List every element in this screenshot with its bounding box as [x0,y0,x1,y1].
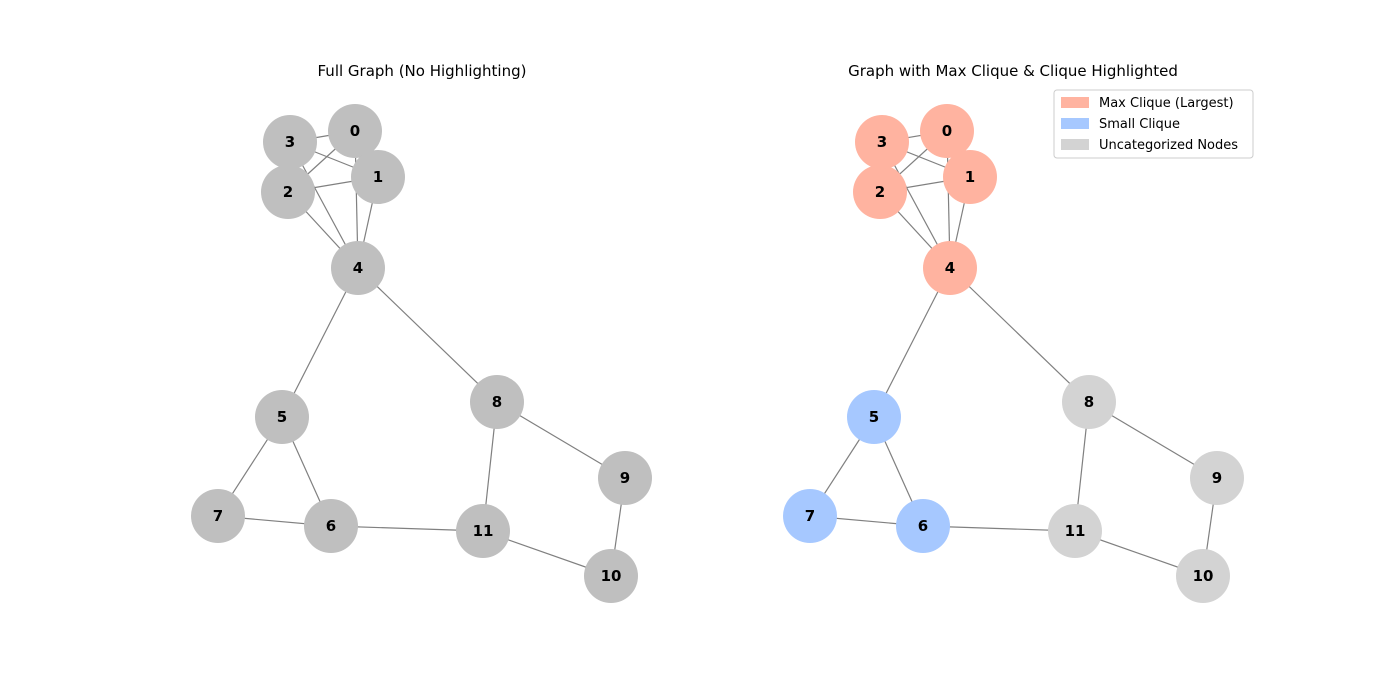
node-label-5: 5 [869,408,879,426]
node-11: 11 [456,504,510,558]
node-circle-9 [1190,451,1244,505]
node-label-7: 7 [805,507,815,525]
node-circle-4 [331,241,385,295]
node-circle-11 [456,504,510,558]
node-label-0: 0 [350,122,360,140]
edge-4-8 [357,267,498,403]
node-4: 4 [331,241,385,295]
full-graph-panel: 0 1 2 3 4 5 6 7 8 9 10 11 [191,104,652,603]
node-3: 3 [855,115,909,169]
node-1: 1 [351,150,405,204]
node-circle-6 [304,499,358,553]
legend-swatch-max-clique [1061,97,1089,108]
node-label-0: 0 [942,122,952,140]
node-label-3: 3 [285,133,295,151]
node-circle-0 [328,104,382,158]
node-10: 10 [1176,549,1230,603]
node-9: 9 [598,451,652,505]
node-8: 8 [1062,375,1116,429]
right-panel-title: Graph with Max Clique & Clique Highlight… [848,62,1178,80]
node-circle-1 [351,150,405,204]
node-label-4: 4 [945,259,955,277]
node-label-10: 10 [1193,567,1214,585]
legend-label-max-clique: Max Clique (Largest) [1099,96,1234,111]
node-label-11: 11 [1065,522,1086,540]
node-label-4: 4 [353,259,363,277]
node-2: 2 [261,165,315,219]
node-label-8: 8 [1084,393,1094,411]
legend-label-uncategorized: Uncategorized Nodes [1099,138,1238,153]
node-0: 0 [920,104,974,158]
node-label-9: 9 [1212,469,1222,487]
node-circle-3 [855,115,909,169]
full-graph-nodes: 0 1 2 3 4 5 6 7 8 9 10 11 [191,104,652,603]
legend-swatch-uncategorized [1061,139,1089,150]
node-4: 4 [923,241,977,295]
node-circle-2 [261,165,315,219]
node-circle-0 [920,104,974,158]
node-5: 5 [847,390,901,444]
node-label-11: 11 [473,522,494,540]
node-6: 6 [896,499,950,553]
node-circle-10 [584,549,638,603]
node-label-6: 6 [918,517,928,535]
node-label-9: 9 [620,469,630,487]
node-label-5: 5 [277,408,287,426]
node-circle-4 [923,241,977,295]
node-label-3: 3 [877,133,887,151]
node-label-6: 6 [326,517,336,535]
node-circle-6 [896,499,950,553]
node-7: 7 [783,489,837,543]
highlighted-graph-nodes: 0 1 2 3 4 5 6 7 8 9 10 11 [783,104,1244,603]
node-8: 8 [470,375,524,429]
node-circle-5 [255,390,309,444]
edge-4-5 [281,267,359,418]
node-9: 9 [1190,451,1244,505]
node-label-2: 2 [283,183,293,201]
node-circle-8 [470,375,524,429]
legend-item-uncategorized: Uncategorized Nodes [1061,138,1238,153]
highlighted-graph-panel: 0 1 2 3 4 5 6 7 8 9 10 11 [783,104,1244,603]
node-circle-11 [1048,504,1102,558]
node-0: 0 [328,104,382,158]
legend-item-small-clique: Small Clique [1061,117,1180,132]
node-2: 2 [853,165,907,219]
node-label-7: 7 [213,507,223,525]
node-circle-7 [783,489,837,543]
node-circle-9 [598,451,652,505]
node-label-1: 1 [965,168,975,186]
node-label-8: 8 [492,393,502,411]
node-circle-2 [853,165,907,219]
node-label-1: 1 [373,168,383,186]
legend-label-small-clique: Small Clique [1099,117,1180,132]
node-6: 6 [304,499,358,553]
edge-4-5 [873,267,951,418]
node-circle-10 [1176,549,1230,603]
node-10: 10 [584,549,638,603]
node-1: 1 [943,150,997,204]
legend-frame [1053,89,1254,159]
node-circle-5 [847,390,901,444]
node-circle-7 [191,489,245,543]
node-label-2: 2 [875,183,885,201]
legend: Max Clique (Largest) Small Clique Uncate… [1053,89,1254,159]
legend-swatch-small-clique [1061,118,1089,129]
node-label-10: 10 [601,567,622,585]
node-7: 7 [191,489,245,543]
legend-item-max-clique: Max Clique (Largest) [1061,96,1234,111]
node-circle-8 [1062,375,1116,429]
node-11: 11 [1048,504,1102,558]
edge-4-8 [949,267,1090,403]
node-5: 5 [255,390,309,444]
node-3: 3 [263,115,317,169]
left-panel-title: Full Graph (No Highlighting) [318,62,527,80]
node-circle-3 [263,115,317,169]
node-circle-1 [943,150,997,204]
